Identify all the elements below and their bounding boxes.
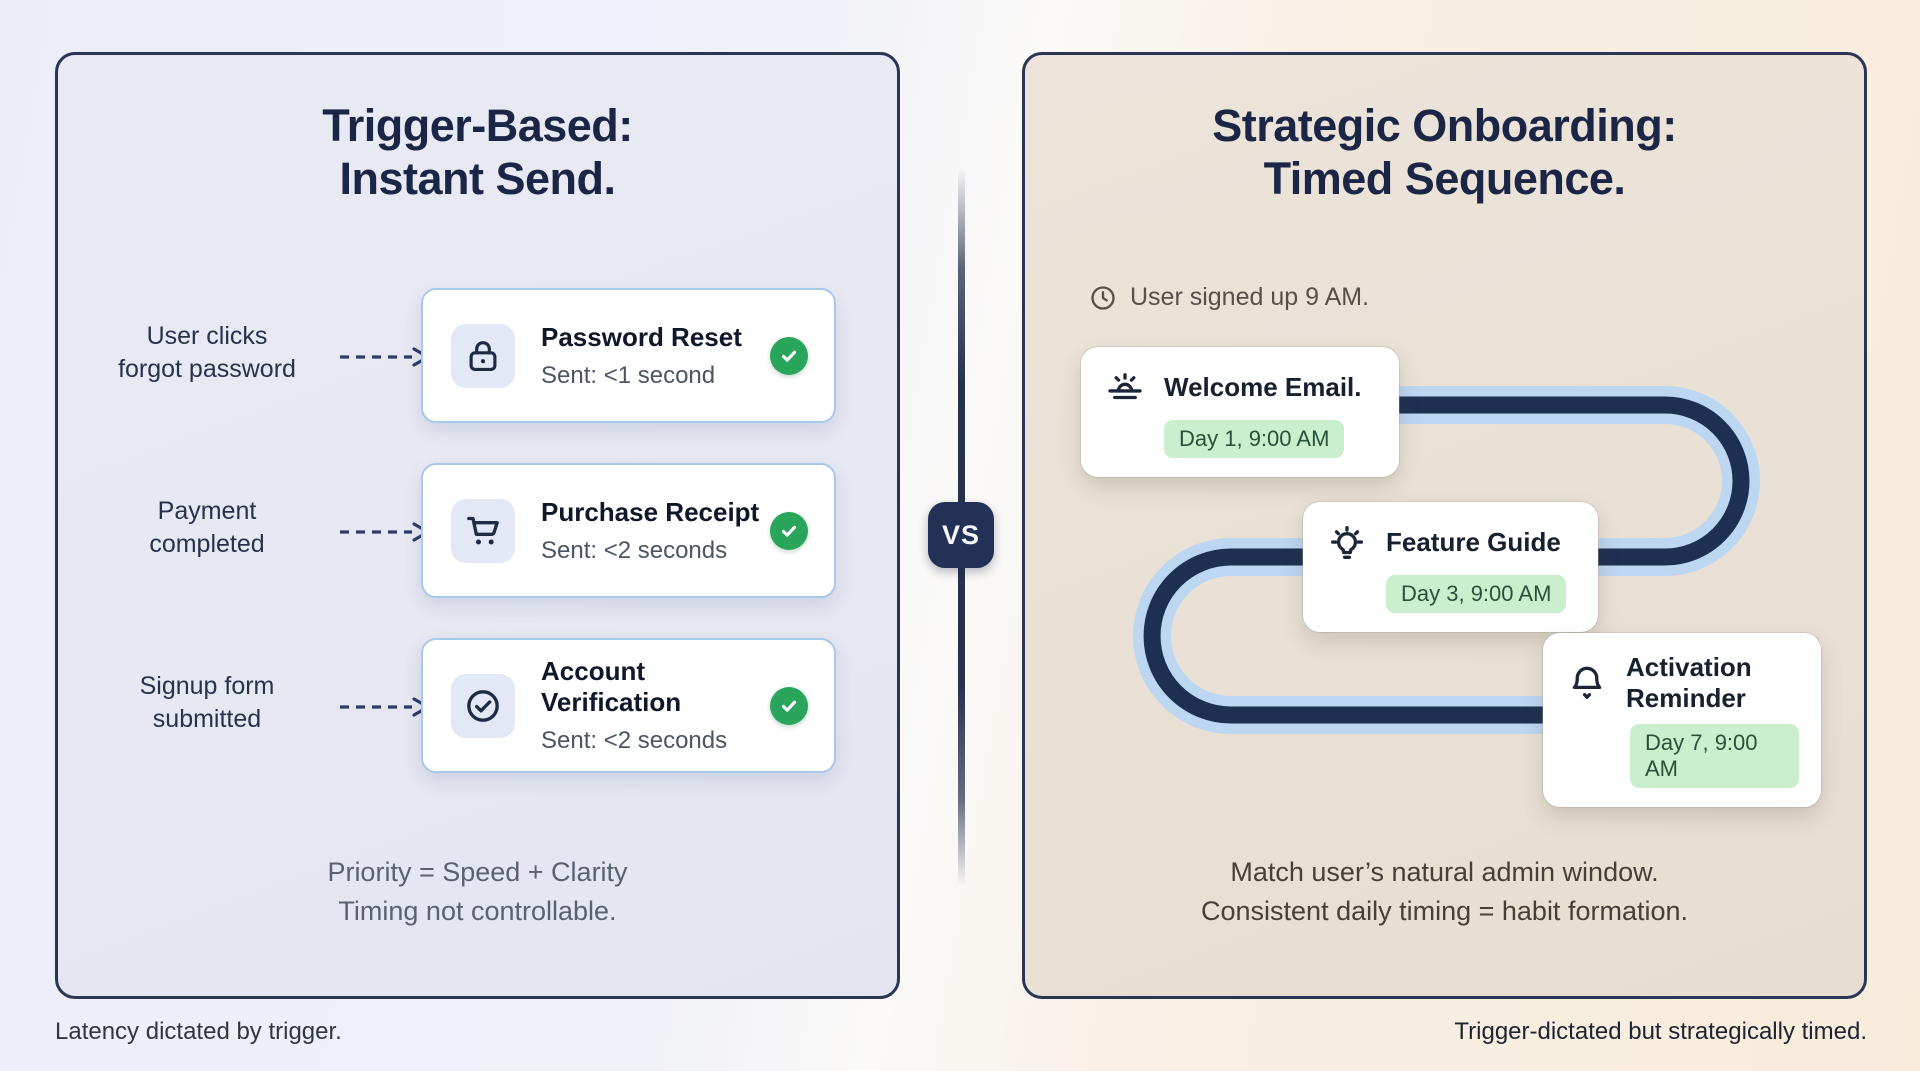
lightbulb-icon [1325, 521, 1369, 565]
cart-icon [451, 498, 515, 563]
success-check-icon [770, 511, 808, 550]
activation-reminder-card: Activation Reminder Day 7, 9:00 AM [1543, 633, 1821, 808]
dashed-arrow-icon [340, 347, 430, 367]
step-title: Feature Guide [1386, 527, 1561, 558]
event-card-title: Password Reset [541, 321, 742, 352]
trigger-based-panel: Trigger-Based: Instant Send. User clicks… [55, 52, 900, 999]
right-bottom-caption: Trigger-dictated but strategically timed… [1454, 1018, 1867, 1045]
trigger-label-payment: Payment completed [73, 495, 341, 561]
sequence-flow-path [1133, 386, 1760, 734]
event-card-subtitle: Sent: <2 seconds [541, 727, 728, 754]
step-title: Welcome Email. [1164, 372, 1362, 403]
right-title-line2: Timed Sequence. [1263, 153, 1626, 205]
account-verification-card: Account Verification Sent: <2 seconds [421, 638, 836, 773]
success-check-icon [770, 686, 808, 725]
day-badge: Day 1, 9:00 AM [1164, 420, 1345, 458]
strategic-onboarding-panel: Strategic Onboarding: Timed Sequence. Us… [1022, 52, 1867, 999]
day-badge: Day 7, 9:00 AM [1630, 724, 1799, 789]
vs-label: VS [941, 519, 981, 550]
trigger-label-line: completed [149, 530, 265, 558]
event-card-subtitle: Sent: <2 seconds [541, 536, 728, 564]
clock-icon [1091, 285, 1115, 310]
right-footer-line1: Match user’s natural admin window. [1230, 857, 1659, 887]
vs-badge: VS [928, 502, 994, 568]
left-panel-footer: Priority = Speed + Clarity Timing not co… [58, 853, 897, 931]
dashed-arrow-icon [340, 697, 430, 717]
password-reset-card: Password Reset Sent: <1 second [421, 288, 836, 423]
trigger-label-forgot-password: User clicks forgot password [73, 320, 341, 386]
trigger-label-line: forgot password [118, 355, 296, 383]
signup-note-text: User signed up 9 AM. [1130, 283, 1370, 311]
left-title-line1: Trigger-Based: [322, 100, 633, 151]
right-panel-title: Strategic Onboarding: Timed Sequence. [1025, 99, 1864, 205]
right-footer-line2: Consistent daily timing = habit formatio… [1201, 896, 1688, 927]
trigger-label-line: Payment [157, 497, 257, 525]
purchase-receipt-card: Purchase Receipt Sent: <2 seconds [421, 463, 836, 598]
trigger-label-line: submitted [152, 705, 262, 733]
trigger-label-signup: Signup form submitted [73, 670, 341, 736]
right-title-line1: Strategic Onboarding: [1212, 100, 1677, 151]
feature-guide-card: Feature Guide Day 3, 9:00 AM [1303, 502, 1598, 632]
dashed-arrow-icon [340, 522, 430, 542]
event-card-title: Account Verification [541, 656, 682, 717]
success-check-icon [770, 336, 808, 375]
event-card-title: Purchase Receipt [541, 496, 760, 527]
signup-note: User signed up 9 AM. [1089, 283, 1369, 312]
left-bottom-caption: Latency dictated by trigger. [55, 1018, 342, 1045]
left-panel-title: Trigger-Based: Instant Send. [58, 99, 897, 205]
sunrise-icon [1103, 366, 1147, 410]
trigger-label-line: Signup form [139, 672, 275, 700]
check-circle-icon [451, 673, 515, 738]
left-title-line2: Instant Send. [339, 153, 616, 205]
left-footer-line2: Timing not controllable. [338, 896, 617, 927]
lock-icon [451, 323, 515, 388]
left-footer-line1: Priority = Speed + Clarity [327, 857, 628, 887]
day-badge: Day 3, 9:00 AM [1386, 575, 1567, 613]
welcome-email-card: Welcome Email. Day 1, 9:00 AM [1081, 347, 1399, 477]
right-panel-footer: Match user’s natural admin window. Consi… [1025, 853, 1864, 931]
bell-icon [1565, 661, 1609, 705]
step-title: Activation Reminder [1626, 652, 1752, 714]
trigger-label-line: User clicks [146, 322, 268, 350]
event-card-subtitle: Sent: <1 second [541, 361, 716, 389]
